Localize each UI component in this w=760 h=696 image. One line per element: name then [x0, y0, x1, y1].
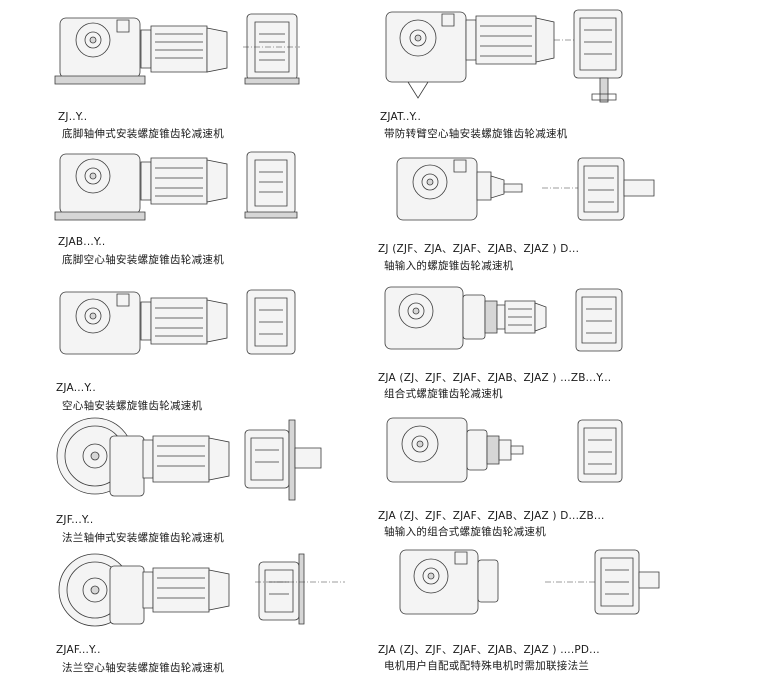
item-description: 电机用户自配或配特殊电机时需加联接法兰 [384, 660, 590, 672]
item-code: ZJAB...Y.. [58, 236, 106, 248]
item-description: 法兰轴伸式安装螺旋锥齿轮减速机 [62, 532, 224, 544]
item-code: ZJF...Y.. [56, 514, 94, 526]
item-description: 底脚轴伸式安装螺旋锥齿轮减速机 [62, 128, 224, 140]
drawing-combined [380, 283, 640, 363]
drawing-foot-shaft [55, 8, 300, 93]
item-code: ZJ (ZJF、ZJA、ZJAF、ZJAB、ZJAZ ) D... [378, 243, 580, 255]
drawing-flange-shaft [55, 418, 325, 508]
drawing-user-motor-flange [395, 546, 665, 626]
item-description: 轴输入的螺旋锥齿轮减速机 [384, 260, 514, 272]
item-code: ZJA (ZJ、ZJF、ZJAF、ZJAB、ZJAZ ) ....PD... [378, 644, 600, 656]
item-code: ZJA...Y.. [56, 382, 96, 394]
item-description: 组合式螺旋锥齿轮减速机 [384, 388, 503, 400]
drawing-flange-hollow-shaft [55, 552, 345, 632]
item-code: ZJAF...Y.. [56, 644, 101, 656]
item-code: ZJ..Y.. [58, 111, 88, 123]
drawing-hollow-shaft [55, 288, 300, 368]
item-description: 法兰空心轴安装螺旋锥齿轮减速机 [62, 662, 224, 674]
item-description: 轴输入的组合式螺旋锥齿轮减速机 [384, 526, 546, 538]
drawing-shaft-input [392, 154, 662, 234]
item-description: 带防转臂空心轴安装螺旋锥齿轮减速机 [384, 128, 568, 140]
item-code: ZJAT..Y.. [380, 111, 422, 123]
drawing-shaft-input-combined [382, 414, 642, 494]
drawing-torque-arm-hollow-shaft [378, 6, 648, 106]
item-description: 底脚空心轴安装螺旋锥齿轮减速机 [62, 254, 224, 266]
item-description: 空心轴安装螺旋锥齿轮减速机 [62, 400, 203, 412]
item-code: ZJA (ZJ、ZJF、ZJAF、ZJAB、ZJAZ ) ...ZB...Y..… [378, 372, 612, 384]
drawing-foot-hollow-shaft [55, 150, 300, 230]
item-code: ZJA (ZJ、ZJF、ZJAF、ZJAB、ZJAZ ) D...ZB... [378, 510, 605, 522]
